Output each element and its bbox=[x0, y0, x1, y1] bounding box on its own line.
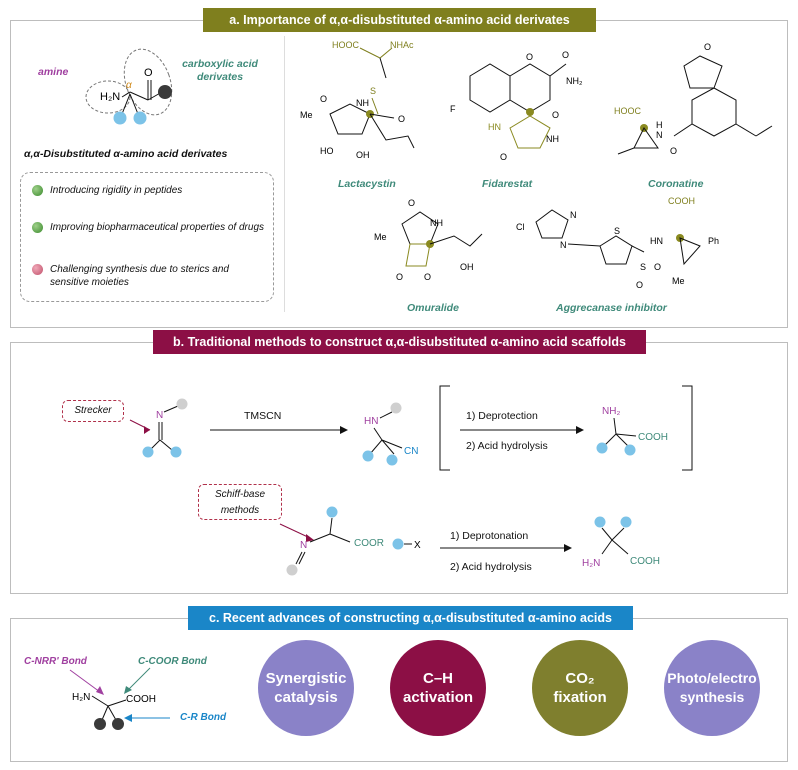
step-1-2: 2) Acid hydrolysis bbox=[466, 440, 548, 452]
svg-text:HO: HO bbox=[320, 146, 334, 156]
svg-text:O: O bbox=[396, 272, 403, 282]
header-a: a. Importance of α,α-disubstituted α-ami… bbox=[203, 8, 596, 32]
bullet-text-3: Challenging synthesis due to sterics and… bbox=[50, 264, 229, 288]
svg-text:N: N bbox=[656, 130, 663, 140]
circle-photo-electro-synthesis: Photo/electro synthesis bbox=[664, 640, 760, 736]
svg-text:N: N bbox=[156, 410, 163, 421]
svg-text:X: X bbox=[414, 540, 421, 551]
svg-text:COOR: COOR bbox=[354, 538, 384, 549]
omuralide-structure: O NH O O Me OH bbox=[374, 198, 483, 282]
bond-construction-structure: H₂N COOH bbox=[69, 667, 170, 730]
svg-text:S: S bbox=[370, 86, 376, 96]
svg-text:O: O bbox=[526, 52, 533, 62]
svg-text:α: α bbox=[126, 80, 132, 91]
svg-text:NHAc: NHAc bbox=[390, 40, 414, 50]
svg-text:S: S bbox=[640, 262, 646, 272]
svg-text:Me: Me bbox=[300, 110, 313, 120]
label-amine: amine bbox=[38, 66, 69, 78]
molecule-name-fidarestat: Fidarestat bbox=[482, 178, 533, 190]
svg-text:O: O bbox=[500, 152, 507, 162]
svg-text:O: O bbox=[636, 280, 643, 290]
circle-synergistic-catalysis: Synergistic catalysis bbox=[258, 640, 354, 736]
lactacystin-structure: HOOC NHAc S O NH O Me HO OH bbox=[300, 40, 415, 160]
svg-text:O: O bbox=[424, 272, 431, 282]
panel-b bbox=[10, 342, 788, 594]
svg-text:N: N bbox=[300, 540, 307, 551]
svg-text:O: O bbox=[670, 146, 677, 156]
svg-text:O: O bbox=[704, 42, 711, 52]
bullet-text-2: Improving biopharmaceutical properties o… bbox=[50, 222, 264, 233]
generic-amino-acid-structure: H₂N O α bbox=[85, 48, 173, 125]
svg-text:CN: CN bbox=[404, 446, 418, 457]
label-c-coor-bond: C-COOR Bond bbox=[138, 656, 207, 667]
label-c-nrr-bond: C-NRR' Bond bbox=[24, 656, 87, 667]
bullet-dot-3 bbox=[32, 264, 43, 275]
svg-text:Cl: Cl bbox=[516, 222, 525, 232]
molecule-name-coronatine: Coronatine bbox=[648, 178, 704, 190]
reagent-tmscn: TMSCN bbox=[244, 410, 282, 422]
svg-text:F: F bbox=[450, 104, 456, 114]
strecker-box: Strecker bbox=[62, 400, 124, 422]
step-2-2: 2) Acid hydrolysis bbox=[450, 561, 532, 573]
strecker-scheme: N HN CN NH₂ COOH COOR N X H₂N COOH bbox=[129, 385, 693, 576]
circle-co2-fixation: CO₂ fixation bbox=[532, 640, 628, 736]
label-c-r-bond: C-R Bond bbox=[180, 712, 227, 723]
step-2-1: 1) Deprotonation bbox=[450, 530, 529, 542]
bullet-dot-2 bbox=[32, 222, 43, 233]
svg-text:Me: Me bbox=[672, 276, 685, 286]
svg-text:O: O bbox=[562, 50, 569, 60]
svg-text:O: O bbox=[654, 262, 661, 272]
svg-text:Me: Me bbox=[374, 232, 387, 242]
svg-text:COOH: COOH bbox=[668, 196, 695, 206]
svg-text:N: N bbox=[560, 240, 567, 250]
svg-text:OH: OH bbox=[460, 262, 474, 272]
svg-text:H: H bbox=[656, 120, 663, 130]
svg-text:H₂N: H₂N bbox=[72, 692, 90, 703]
step-1-1: 1) Deprotection bbox=[466, 410, 538, 422]
svg-text:O: O bbox=[408, 198, 415, 208]
schiff-base-box: Schiff-base methods bbox=[198, 484, 282, 520]
svg-text:HOOC: HOOC bbox=[332, 40, 360, 50]
divider-a bbox=[284, 36, 285, 312]
svg-text:Ph: Ph bbox=[708, 236, 719, 246]
svg-text:COOH: COOH bbox=[638, 432, 668, 443]
header-c: c. Recent advances of constructing α,α-d… bbox=[188, 606, 633, 630]
svg-text:HOOC: HOOC bbox=[614, 106, 642, 116]
svg-text:NH: NH bbox=[356, 98, 369, 108]
svg-text:N: N bbox=[570, 210, 577, 220]
circle-ch-activation: C–H activation bbox=[390, 640, 486, 736]
svg-text:NH₂: NH₂ bbox=[602, 406, 620, 417]
svg-text:NH: NH bbox=[430, 218, 443, 228]
svg-text:HN: HN bbox=[364, 416, 378, 427]
svg-text:H₂N: H₂N bbox=[582, 558, 600, 569]
svg-text:O: O bbox=[552, 110, 559, 120]
svg-text:COOH: COOH bbox=[630, 556, 660, 567]
header-b: b. Traditional methods to construct α,α-… bbox=[153, 330, 646, 354]
svg-text:NH₂: NH₂ bbox=[566, 76, 583, 86]
label-carboxylic: carboxylic acid derivates bbox=[182, 58, 258, 83]
subtitle-a: α,α-Disubstituted α-amino acid derivates bbox=[24, 148, 228, 160]
svg-text:OH: OH bbox=[356, 150, 370, 160]
panel-a bbox=[10, 20, 788, 328]
coronatine-structure: O O HN HOOC bbox=[614, 42, 773, 156]
bullet-dot-1 bbox=[32, 185, 43, 196]
fidarestat-structure: O F O NH₂ HN NH O O bbox=[450, 50, 583, 162]
molecule-name-lactacystin: Lactacystin bbox=[338, 178, 396, 190]
molecule-name-omuralide: Omuralide bbox=[407, 302, 459, 314]
svg-text:S: S bbox=[614, 226, 620, 236]
svg-text:NH: NH bbox=[546, 134, 559, 144]
svg-text:COOH: COOH bbox=[126, 694, 156, 705]
svg-text:O: O bbox=[398, 114, 405, 124]
molecule-name-aggrecanase: Aggrecanase inhibitor bbox=[556, 302, 667, 314]
svg-text:O: O bbox=[144, 67, 153, 79]
svg-text:HN: HN bbox=[488, 122, 501, 132]
svg-text:O: O bbox=[320, 94, 327, 104]
svg-text:HN: HN bbox=[650, 236, 663, 246]
svg-text:H₂N: H₂N bbox=[100, 91, 120, 103]
bullet-text-1: Introducing rigidity in peptides bbox=[50, 185, 183, 196]
properties-box bbox=[20, 172, 274, 302]
